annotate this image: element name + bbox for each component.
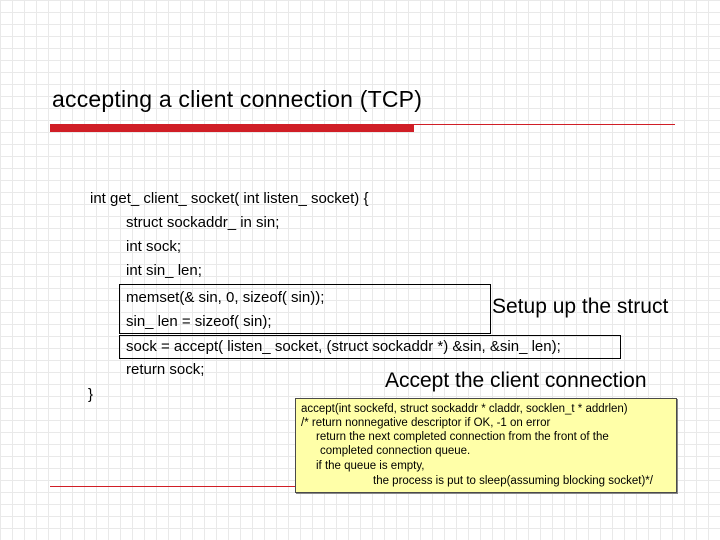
title-accent-bar — [50, 124, 414, 132]
code-line-struct-decl: struct sockaddr_ in sin; — [126, 214, 280, 231]
footer-rule — [50, 486, 295, 487]
code-line-sizeof: sin_ len = sizeof( sin); — [126, 313, 272, 330]
slide-title: accepting a client connection (TCP) — [52, 86, 423, 112]
code-line-closing-brace: } — [88, 386, 94, 403]
code-line-memset: memset(& sin, 0, sizeof( sin)); — [126, 289, 325, 306]
title-underline — [414, 124, 675, 125]
code-line-len-decl: int sin_ len; — [126, 262, 202, 279]
note-line-sleep: the process is put to sleep(assuming blo… — [373, 475, 653, 487]
accept-callout-box — [119, 335, 621, 359]
note-line-signature: accept(int sockefd, struct sockaddr * cl… — [301, 403, 628, 415]
code-line-return: return sock; — [126, 361, 205, 378]
code-line-function-signature: int get_ client_ socket( int listen_ soc… — [90, 190, 369, 207]
setup-callout-box — [119, 284, 491, 334]
accept-connection-note: Accept the client connection — [385, 369, 647, 392]
accept-signature-note: accept(int sockefd, struct sockaddr * cl… — [295, 398, 677, 493]
setup-struct-note: Setup up the struct — [492, 295, 669, 318]
code-line-accept: sock = accept( listen_ socket, (struct s… — [126, 338, 561, 355]
note-line-if-empty: if the queue is empty, — [316, 460, 425, 472]
note-line-queue: completed connection queue. — [320, 445, 471, 457]
code-line-sock-decl: int sock; — [126, 238, 182, 255]
note-line-return-desc: /* return nonnegative descriptor if OK, … — [301, 417, 551, 429]
note-line-next-completed: return the next completed connection fro… — [316, 431, 609, 443]
